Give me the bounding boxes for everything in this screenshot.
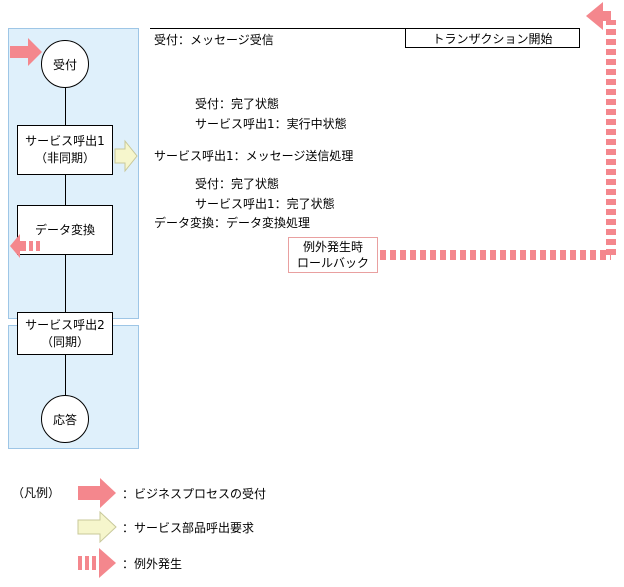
connector-start-service1 bbox=[65, 88, 66, 125]
log-line-4: サービス呼出1：メッセージ送信処理 bbox=[154, 149, 354, 163]
connector-service2-end bbox=[65, 355, 66, 395]
transaction-start-label: トランザクション開始 bbox=[432, 31, 553, 46]
legend-title: （凡例） bbox=[12, 486, 61, 500]
exception-rollback-box: 例外発生時 ロールバック bbox=[288, 237, 378, 273]
service-call-1-node: サービス呼出1 （非同期） bbox=[17, 125, 113, 175]
legend-exception-arrow-icon bbox=[78, 548, 116, 578]
end-node: 応答 bbox=[41, 395, 89, 443]
accept-arrow-icon bbox=[10, 38, 42, 66]
log-line-7: データ変換：データ変換処理 bbox=[154, 216, 311, 230]
legend-service-arrow-icon bbox=[77, 510, 117, 544]
exception-line-1: 例外発生時 bbox=[302, 240, 363, 254]
service-call-2-node: サービス呼出2 （同期） bbox=[17, 312, 113, 355]
log-line-2: 受付：完了状態 bbox=[195, 97, 280, 111]
legend-item-2: ：サービス部品呼出要求 bbox=[122, 521, 255, 535]
service-request-arrow-icon bbox=[114, 139, 138, 173]
connector-service1-convert bbox=[65, 175, 66, 205]
log-line-3: サービス呼出1：実行中状態 bbox=[195, 117, 347, 131]
exception-arrow-left-icon bbox=[10, 234, 40, 258]
log-line-5: 受付：完了状態 bbox=[195, 177, 280, 191]
connector-convert-service2 bbox=[65, 255, 66, 312]
service-call-1-mode: （非同期） bbox=[34, 151, 95, 165]
start-node-label: 受付 bbox=[52, 57, 77, 72]
exception-line-2: ロールバック bbox=[296, 256, 369, 270]
service-call-2-label: サービス呼出2 bbox=[25, 317, 105, 332]
service-call-2-mode: （同期） bbox=[40, 334, 89, 349]
service-call-1-label: サービス呼出1 bbox=[25, 134, 105, 148]
start-node: 受付 bbox=[41, 40, 89, 88]
legend-item-3: ：例外発生 bbox=[122, 557, 183, 571]
log-line-6: サービス呼出1：完了状態 bbox=[195, 197, 335, 211]
end-node-label: 応答 bbox=[52, 412, 77, 427]
transaction-start-box: トランザクション開始 bbox=[405, 28, 580, 48]
data-convert-label: データ変換 bbox=[34, 222, 95, 237]
log-line-1: 受付：メッセージ受信 bbox=[154, 33, 274, 47]
transaction-top-line bbox=[150, 28, 580, 29]
legend-item-1: ：ビジネスプロセスの受付 bbox=[122, 487, 267, 501]
legend-accept-arrow-icon bbox=[78, 478, 116, 508]
